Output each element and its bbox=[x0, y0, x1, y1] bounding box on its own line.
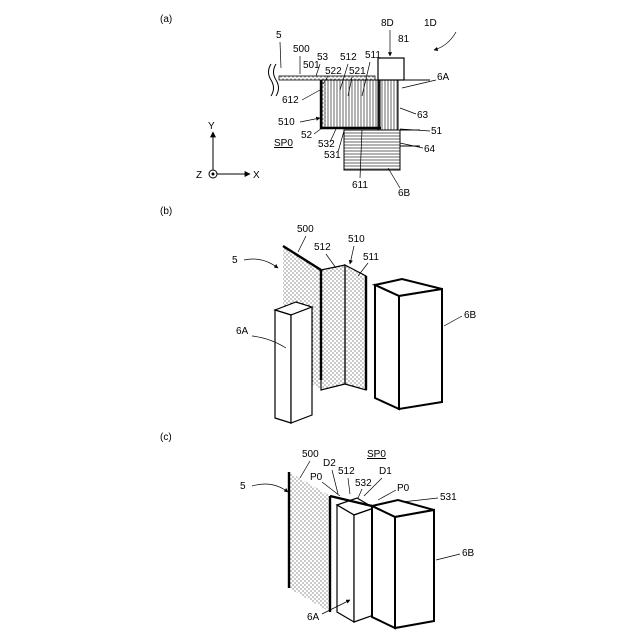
axis-x-label: X bbox=[253, 170, 260, 181]
label-500-b: 500 bbox=[297, 224, 314, 235]
label-512-b: 512 bbox=[314, 242, 331, 253]
label-510: 510 bbox=[278, 117, 295, 128]
label-63: 63 bbox=[417, 110, 429, 121]
panel-c: (c) 500 D2 SP0 P0 512 D1 532 bbox=[160, 432, 475, 628]
label-521: 521 bbox=[349, 66, 366, 77]
label-D1: D1 bbox=[379, 466, 392, 477]
plate-500-c bbox=[289, 472, 330, 612]
label-511: 511 bbox=[365, 50, 381, 61]
label-64: 64 bbox=[424, 144, 436, 155]
label-532: 532 bbox=[318, 139, 335, 150]
label-532-c: 532 bbox=[355, 478, 372, 489]
label-sp0-a: SP0 bbox=[274, 138, 293, 149]
label-6B: 6B bbox=[398, 188, 411, 199]
label-6A-b: 6A bbox=[236, 326, 249, 337]
label-500-c: 500 bbox=[302, 449, 319, 460]
label-510-b: 510 bbox=[348, 234, 365, 245]
block-6B bbox=[344, 130, 400, 170]
label-531: 531 bbox=[324, 150, 341, 161]
member-510-hatch bbox=[322, 80, 380, 128]
panel-b: (b) 500 5 512 510 511 6A bbox=[160, 206, 477, 423]
label-6A: 6A bbox=[437, 72, 450, 83]
label-53: 53 bbox=[317, 52, 329, 63]
label-6A-c: 6A bbox=[307, 612, 320, 623]
gap-512 bbox=[322, 82, 326, 128]
label-531-c: 531 bbox=[440, 492, 457, 503]
label-512-c: 512 bbox=[338, 466, 355, 477]
block-81 bbox=[378, 58, 404, 80]
label-1D: 1D bbox=[424, 18, 437, 29]
label-D2: D2 bbox=[323, 458, 336, 469]
label-6B-c: 6B bbox=[462, 548, 475, 559]
label-8D: 8D bbox=[381, 18, 394, 29]
label-5-b: 5 bbox=[232, 255, 238, 266]
panel-c-caption: (c) bbox=[160, 432, 172, 443]
label-P0-a: P0 bbox=[310, 472, 323, 483]
label-52: 52 bbox=[301, 130, 313, 141]
block-6A-b bbox=[275, 302, 312, 423]
label-81: 81 bbox=[398, 34, 410, 45]
panel-a-caption: (a) bbox=[160, 14, 172, 25]
label-522: 522 bbox=[325, 66, 342, 77]
panel-a: (a) 1D 8D 81 5 500 501 53 522 bbox=[160, 14, 456, 199]
label-500: 500 bbox=[293, 44, 310, 55]
block-6A bbox=[378, 80, 398, 130]
label-5: 5 bbox=[276, 30, 282, 41]
axis-gizmo: Y Z X bbox=[196, 121, 260, 181]
label-511-b: 511 bbox=[363, 252, 379, 263]
member-510-left bbox=[321, 265, 345, 390]
label-P0-b: P0 bbox=[397, 483, 410, 494]
panel-b-caption: (b) bbox=[160, 206, 172, 217]
axis-z-label: Z bbox=[196, 170, 202, 181]
axis-y-label: Y bbox=[208, 121, 215, 132]
block-6B-c bbox=[372, 500, 434, 628]
member-510-right bbox=[345, 265, 366, 390]
label-6B-b: 6B bbox=[464, 310, 477, 321]
label-5-c: 5 bbox=[240, 481, 246, 492]
block-6B-b bbox=[375, 279, 442, 409]
label-sp0-c: SP0 bbox=[367, 449, 386, 460]
break-lines bbox=[269, 64, 279, 96]
label-512: 512 bbox=[340, 52, 357, 63]
label-612: 612 bbox=[282, 95, 299, 106]
label-611: 611 bbox=[352, 180, 368, 191]
label-51: 51 bbox=[431, 126, 443, 137]
